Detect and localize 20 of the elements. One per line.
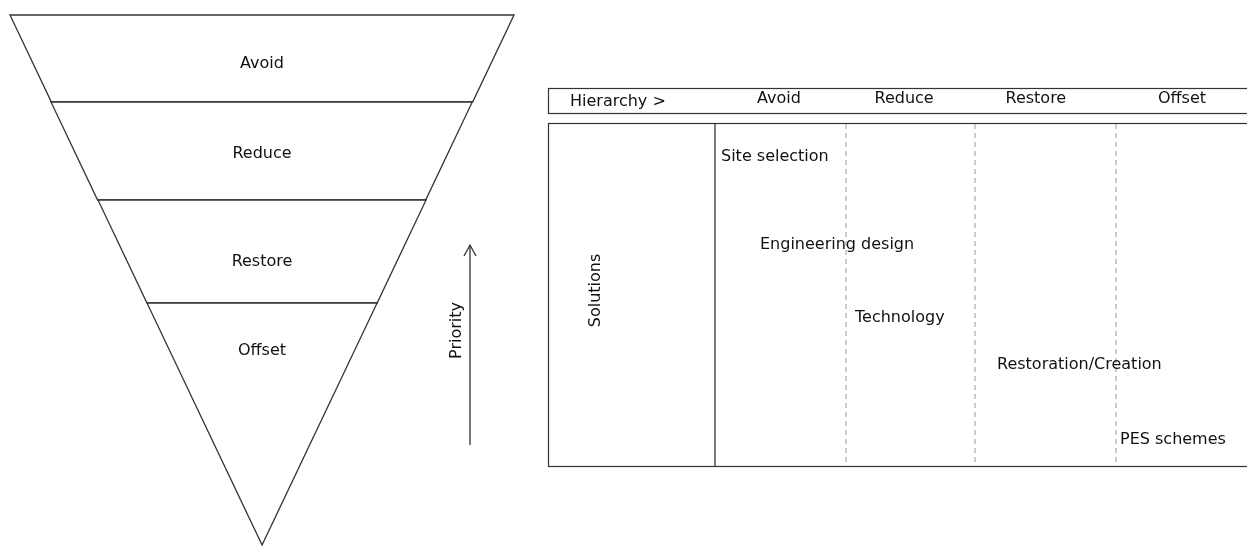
pyramid-band — [10, 15, 514, 102]
solution-text: Engineering design — [760, 233, 915, 253]
solution-text: Technology — [855, 306, 945, 326]
header-text: Reduce — [874, 87, 934, 107]
solution-text: PES schemes — [1120, 428, 1226, 448]
header-text: Restore — [1005, 87, 1067, 107]
header-text: Hierarchy > — [570, 90, 666, 110]
band-label: Offset — [236, 340, 287, 359]
axis-label: Priority — [445, 301, 465, 359]
band-label: Reduce — [231, 143, 293, 162]
pyramid-band — [97, 200, 426, 303]
pyramid-band — [146, 303, 378, 545]
solution-text: Restoration/Creation — [997, 353, 1162, 373]
header-text: Avoid — [757, 87, 801, 107]
pyramid-band — [51, 102, 473, 200]
solution-text: Site selection — [721, 145, 829, 165]
band-label: Avoid — [239, 53, 285, 72]
header-text: Offset — [1158, 87, 1207, 107]
row-label: Solutions — [585, 253, 605, 327]
band-label: Restore — [230, 251, 294, 270]
